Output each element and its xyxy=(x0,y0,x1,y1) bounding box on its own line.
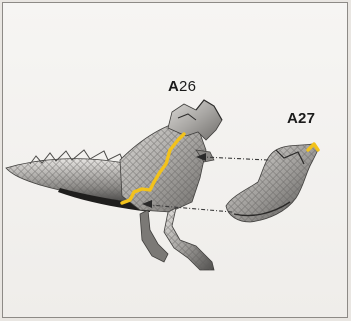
part-label-prefix: A xyxy=(168,78,179,95)
dinosaur-body-icon xyxy=(6,100,222,270)
part-label-number: 26 xyxy=(179,78,196,95)
part-label-a26: A26 xyxy=(168,78,196,95)
part-label-prefix: A xyxy=(287,110,298,127)
tail-piece-icon xyxy=(226,144,318,222)
part-label-number: 27 xyxy=(298,110,315,127)
part-label-a27: A27 xyxy=(287,110,315,127)
